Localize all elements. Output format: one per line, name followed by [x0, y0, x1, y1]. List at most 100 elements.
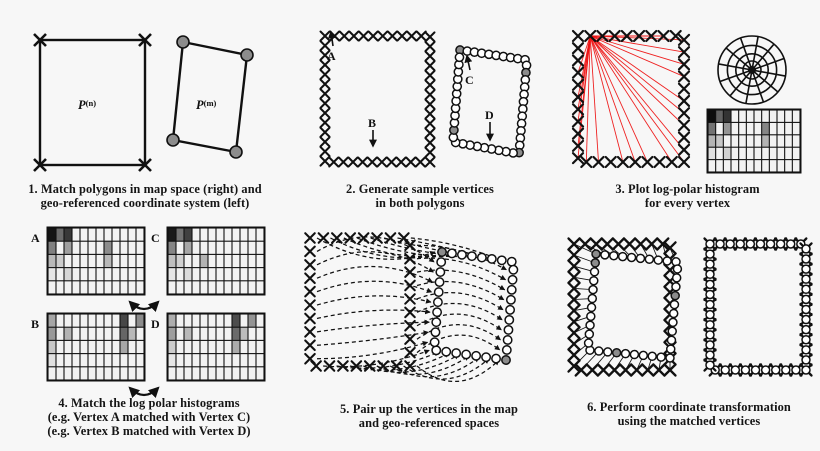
x-marker: [571, 29, 585, 43]
circle-marker: [801, 345, 811, 355]
rosette-spoke: [739, 37, 753, 71]
histogram-D-cell: [184, 340, 192, 354]
x-marker: [645, 29, 658, 43]
histogram-A-cell: [104, 241, 112, 254]
x-marker: [404, 293, 416, 305]
histogram-D-cell: [208, 354, 216, 367]
histogram-A-cell: [128, 281, 136, 294]
circle-marker: [669, 299, 680, 310]
x-marker: [618, 363, 633, 377]
x-marker: [331, 232, 343, 244]
histogram-B-cell: [112, 327, 120, 340]
circle-marker: [801, 365, 811, 375]
rosette-ring: [717, 35, 787, 105]
histogram-B-cell: [64, 327, 72, 340]
circle-marker: [454, 52, 465, 63]
circle-marker: [591, 249, 601, 259]
histogram-B-cell: [120, 314, 128, 327]
histogram-C-cell: [176, 228, 184, 241]
rosette-spoke: [751, 57, 785, 71]
histogram-C-cell: [224, 281, 232, 294]
histogram-C-cell: [208, 254, 216, 268]
panel3-histogram-cell: [739, 110, 746, 122]
circle-marker: [431, 317, 442, 328]
x-marker: [319, 136, 331, 148]
x-marker: [574, 363, 588, 377]
match-arrow-BD: [128, 386, 160, 399]
x-marker: [358, 30, 369, 42]
x-marker: [384, 232, 397, 244]
fan-line: [589, 35, 685, 151]
x-marker: [319, 146, 331, 157]
circle-marker: [705, 340, 715, 350]
histogram-A-cell: [56, 228, 64, 241]
fan-line: [589, 35, 685, 102]
histogram-B-cell: [96, 340, 104, 354]
x-marker: [424, 60, 436, 72]
panel3-histogram-cell: [739, 147, 746, 160]
x-marker: [367, 30, 379, 42]
x-marker: [633, 237, 648, 251]
histogram-B-cell: [136, 367, 144, 380]
log-polar-rosette: [717, 35, 787, 105]
x-marker: [424, 50, 436, 62]
histogram-D-cell: [176, 340, 184, 354]
histogram-A-cell: [112, 254, 120, 268]
histogram-C-cell: [216, 268, 224, 281]
panel3-histogram-cell: [716, 110, 723, 122]
histogram-C-cell: [224, 241, 232, 254]
x-marker: [607, 363, 622, 377]
x-marker: [304, 312, 316, 325]
vertex-outline: [571, 29, 691, 169]
circle-marker: [791, 365, 801, 375]
histogram-C-cell: [216, 228, 224, 241]
x-marker: [424, 89, 436, 101]
x-marker: [319, 49, 331, 61]
x-marker: [344, 232, 357, 244]
circle-marker: [609, 250, 619, 261]
histogram-B-cell: [120, 367, 128, 380]
circle-marker: [705, 350, 715, 360]
histogram-A-cell: [120, 281, 128, 294]
panel3-histogram-cell: [723, 135, 731, 147]
circle-marker: [801, 254, 811, 264]
circle-marker: [584, 329, 595, 339]
histogram-C-cell: [192, 228, 200, 241]
panel3-histogram-cell: [762, 135, 769, 147]
histogram-A-cell: [128, 241, 136, 254]
circle-marker: [586, 311, 596, 322]
x-marker: [571, 152, 585, 165]
x-marker: [645, 237, 659, 251]
panel3-histogram-cell: [777, 110, 785, 122]
pairing-arrow: [316, 251, 434, 273]
histogram-A-cell: [112, 241, 120, 254]
histogram-A-cell: [80, 228, 88, 241]
x-marker: [424, 137, 436, 149]
histogram-A-cell: [136, 254, 144, 268]
fan-line: [577, 35, 591, 73]
match-arrow-AC: [128, 300, 160, 313]
histogram-D-cell: [248, 314, 256, 327]
circle-marker: [635, 253, 646, 264]
histogram-C-cell: [168, 268, 176, 281]
circle-marker: [775, 239, 786, 249]
panel3-histogram-cell: [792, 135, 800, 147]
panel-5-graphic: [304, 232, 519, 383]
histogram-C-cell: [216, 241, 224, 254]
circle-marker: [801, 294, 811, 305]
circle-marker: [801, 244, 811, 254]
histogram-C-cell: [248, 254, 256, 268]
histogram-A-cell: [104, 281, 112, 294]
x-marker: [677, 94, 691, 108]
histogram-B-cell: [96, 367, 104, 380]
histogram-D-cell: [168, 354, 176, 367]
panel3-histogram-cell: [746, 147, 754, 160]
x-marker: [304, 272, 316, 285]
histogram-A-cell: [72, 281, 80, 294]
circle-marker: [436, 257, 447, 267]
circle-marker: [504, 314, 515, 325]
pairing-arrow: [416, 313, 502, 331]
pairing-arrow: [336, 351, 440, 369]
